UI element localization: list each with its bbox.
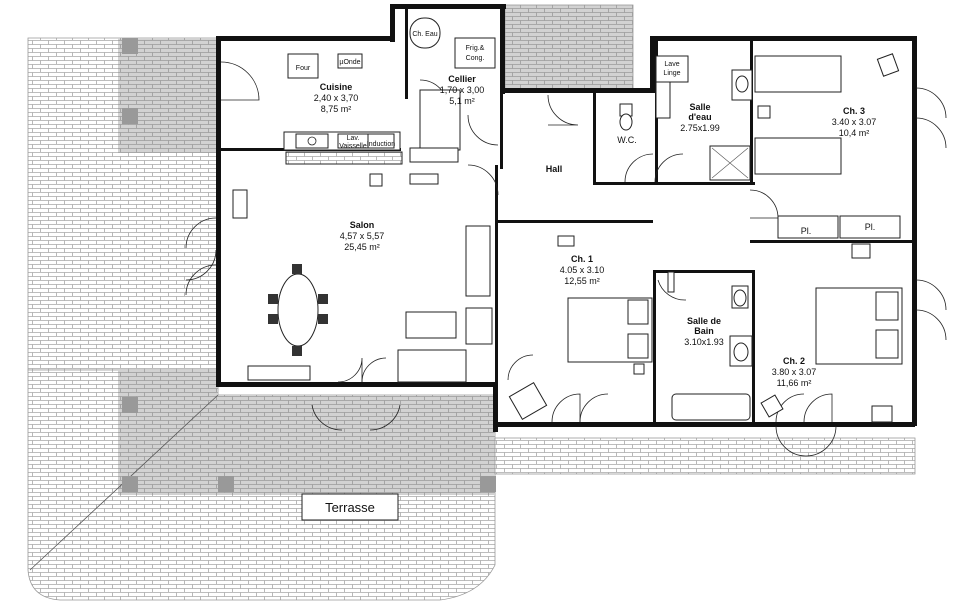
room-area-ch1: 12,55 m² <box>564 276 600 286</box>
fridge <box>454 37 496 69</box>
water-heater <box>409 17 441 49</box>
label-placard-2: Pl. <box>865 222 876 232</box>
label-chauffe-eau: Ch. Eau <box>412 31 437 38</box>
room-name-ch3: Ch. 3 <box>843 106 865 116</box>
label-lave-vaisselle-1: Lav. <box>347 135 360 142</box>
room-area-ch3: 10,4 m² <box>839 128 870 138</box>
exterior-walls <box>216 4 917 432</box>
room-name-salle-bain-2: Bain <box>694 326 714 336</box>
room-name-wc: W.C. <box>617 135 637 145</box>
room-name-cuisine: Cuisine <box>320 82 353 92</box>
bathtub <box>671 393 751 421</box>
room-dims-ch1: 4.05 x 3.10 <box>560 265 605 275</box>
room-name-salle-eau-1: Salle <box>689 102 710 112</box>
label-frigo-2: Cong. <box>466 55 485 62</box>
washing-machine <box>655 55 689 83</box>
room-dims-cuisine: 2,40 x 3,70 <box>314 93 359 103</box>
oven-box <box>287 53 319 79</box>
microwave-box <box>337 53 363 69</box>
label-frigo-1: Frig.& <box>466 45 485 52</box>
label-lave-linge-2: Linge <box>663 70 680 77</box>
room-dims-salon: 4,57 x 5,57 <box>340 231 385 241</box>
room-dims-cellier: 1,70 x 3,00 <box>440 85 485 95</box>
room-labels: Cuisine 2,40 x 3,70 8,75 m² Cellier 1,70… <box>314 74 877 515</box>
doors <box>185 61 947 457</box>
room-dims-salle-bain: 3.10x1.93 <box>684 337 724 347</box>
salon-furniture <box>232 189 493 383</box>
label-four: Four <box>296 65 311 72</box>
room-name-terrasse: Terrasse <box>325 500 375 515</box>
room-name-ch2: Ch. 2 <box>783 356 805 366</box>
fixture-labels: Four µOnde Lav. Vaisselle Induction Ch. … <box>296 31 875 236</box>
room-name-cellier: Cellier <box>448 74 476 84</box>
room-area-salon: 25,45 m² <box>344 242 380 252</box>
room-name-ch1: Ch. 1 <box>571 254 593 264</box>
dining-table <box>277 273 319 347</box>
room-dims-ch3: 3.40 x 3.07 <box>832 117 877 127</box>
label-lave-linge-1: Lave <box>664 61 679 68</box>
bed-ch3-b <box>754 137 842 175</box>
label-lave-vaisselle-2: Vaisselle <box>339 143 367 150</box>
room-area-cellier: 5,1 m² <box>449 96 475 106</box>
bedroom-fixtures <box>508 53 903 423</box>
room-name-salon: Salon <box>350 220 375 230</box>
terrace-paving <box>27 4 916 601</box>
bed-ch3-a <box>754 55 842 93</box>
room-area-ch2: 11,66 m² <box>777 378 812 388</box>
room-name-hall: Hall <box>546 164 563 174</box>
room-dims-ch2: 3.80 x 3.07 <box>772 367 817 377</box>
room-area-cuisine: 8,75 m² <box>321 104 352 114</box>
kitchen-fixtures <box>283 17 496 187</box>
label-induction: Induction <box>367 141 396 148</box>
label-placard-1: Pl. <box>801 226 812 236</box>
room-name-salle-bain-1: Salle de <box>687 316 721 326</box>
room-dims-salle-eau: 2.75x1.99 <box>680 123 720 133</box>
label-micro-ondes: µOnde <box>339 59 360 66</box>
room-name-salle-eau-2: d'eau <box>688 112 711 122</box>
